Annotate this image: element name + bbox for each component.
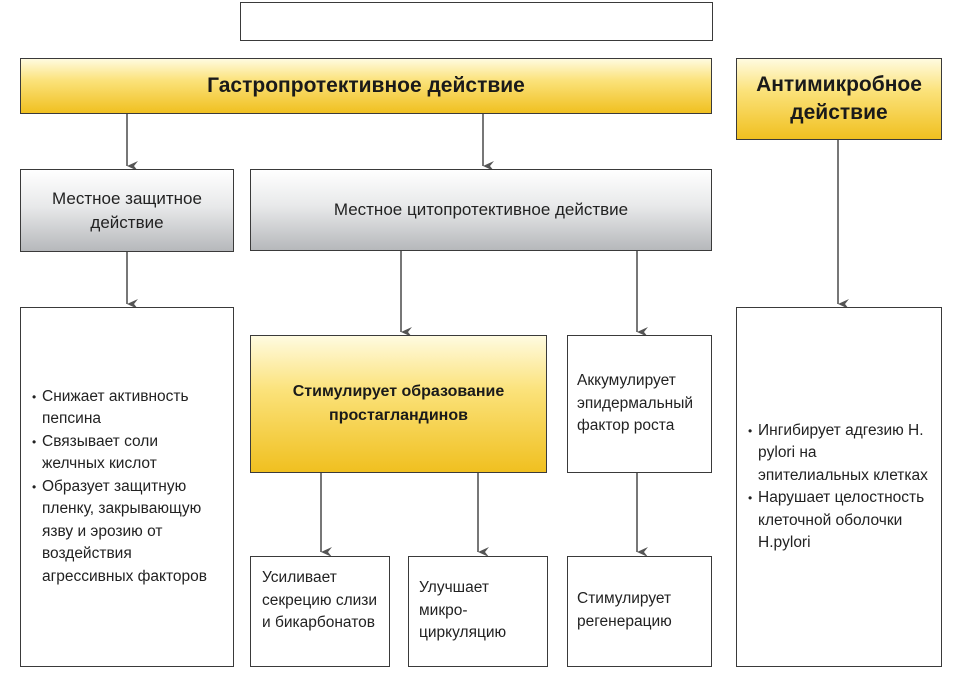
antimicrobial-title: Антимикробное действие [756, 73, 922, 124]
egf-box: Аккумулирует эпидермальный фактор роста [567, 335, 712, 473]
list-item: Снижает активность пепсина [32, 386, 223, 431]
list-item: Образует защитную пленку, закрывающую яз… [32, 476, 223, 589]
local-protective-title: Местное защитное действие [52, 188, 202, 232]
top-title-box [240, 2, 713, 41]
prostaglandins-box: Стимулирует образование простагландинов [250, 335, 547, 473]
microcirculation-text: Улучшает микро-циркуляцию [419, 579, 507, 641]
local-protective-effects-list: Снижает активность пепсина Связывает сол… [32, 386, 223, 589]
microcirculation-box: Улучшает микро-циркуляцию [408, 556, 548, 667]
antimicrobial-effects-box: Ингибирует адгезию H. pylori на эпителиа… [736, 307, 942, 667]
gastroprotective-title: Гастропротективное действие [207, 74, 525, 97]
mucus-box: Усиливает секрецию слизи и бикарбонатов [250, 556, 390, 667]
list-item: Связывает соли желчных кислот [32, 431, 223, 476]
regeneration-box: Стимулирует регенерацию [567, 556, 712, 667]
local-protective-effects-box: Снижает активность пепсина Связывает сол… [20, 307, 234, 667]
local-cytoprotective-box: Местное цитопротективное действие [250, 169, 712, 251]
local-protective-box: Местное защитное действие [20, 169, 234, 252]
antimicrobial-header: Антимикробное действие [736, 58, 942, 140]
list-item: Нарушает целостность клеточной оболочки … [748, 487, 929, 555]
prostaglandins-title: Стимулирует образование простагландинов [292, 383, 505, 424]
gastroprotective-header: Гастропротективное действие [20, 58, 712, 114]
regeneration-text: Стимулирует регенерацию [577, 590, 672, 630]
mucus-text: Усиливает секрецию слизи и бикарбонатов [262, 569, 378, 631]
list-item: Ингибирует адгезию H. pylori на эпителиа… [748, 420, 929, 488]
antimicrobial-effects-list: Ингибирует адгезию H. pylori на эпителиа… [748, 420, 929, 555]
egf-text: Аккумулирует эпидермальный фактор роста [577, 372, 694, 434]
local-cytoprotective-title: Местное цитопротективное действие [333, 200, 629, 219]
